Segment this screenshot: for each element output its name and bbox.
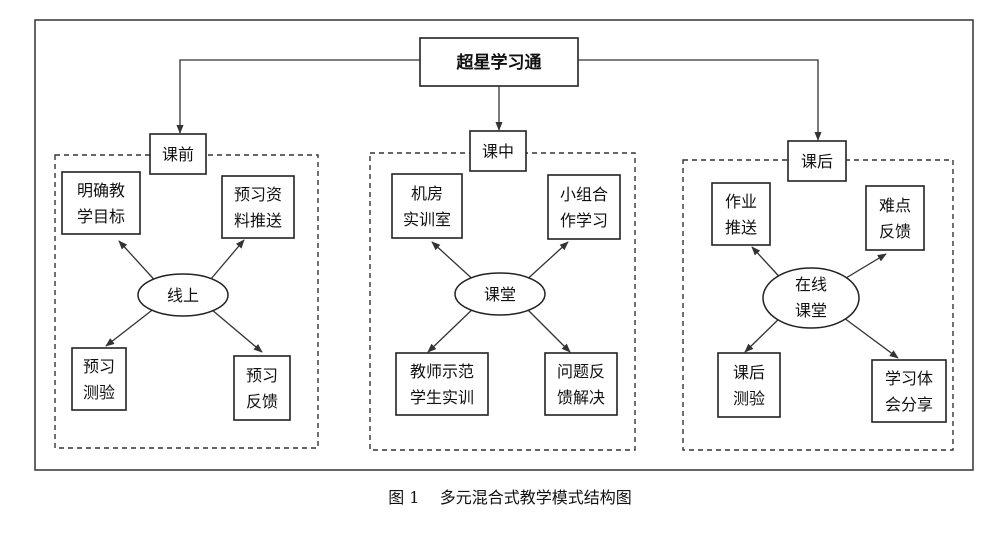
svg-text:馈解决: 馈解决 <box>557 388 605 407</box>
svg-text:明确教: 明确教 <box>77 181 125 200</box>
phase-after-center-node <box>762 267 860 329</box>
phase-before-center-node <box>137 273 229 317</box>
item-after-4 <box>871 359 947 423</box>
phase-after-center-label-1: 在线 <box>795 275 827 294</box>
item-during-2 <box>547 174 621 240</box>
svg-text:学目标: 学目标 <box>77 207 125 226</box>
item-after-1 <box>711 182 771 246</box>
item-after-3 <box>717 352 781 418</box>
svg-text:反馈: 反馈 <box>879 222 911 241</box>
item-before-2 <box>221 175 295 239</box>
phase-after-label-box <box>787 140 847 182</box>
phase-after-label: 课后 <box>801 152 833 171</box>
item-before-1 <box>61 171 141 235</box>
svg-text:测验: 测验 <box>83 383 115 402</box>
svg-text:预习: 预习 <box>246 366 278 385</box>
root-node <box>419 37 579 87</box>
phase-before-label-box <box>149 133 207 175</box>
item-before-4 <box>233 355 291 421</box>
svg-text:机房: 机房 <box>411 184 443 203</box>
svg-text:会分享: 会分享 <box>885 395 933 414</box>
phase-during-label-box <box>469 130 527 172</box>
connector-root-right <box>578 59 822 141</box>
phase-during-group <box>369 152 636 451</box>
phase-after-center-label-2: 课堂 <box>795 301 827 320</box>
item-before-3 <box>71 347 127 411</box>
svg-text:学生实训: 学生实训 <box>410 388 474 407</box>
item-during-3 <box>395 352 489 416</box>
item-during-1 <box>391 173 463 239</box>
svg-text:预习资: 预习资 <box>234 185 282 204</box>
svg-text:推送: 推送 <box>725 218 757 237</box>
svg-text:小组合: 小组合 <box>560 185 608 204</box>
svg-text:问题反: 问题反 <box>557 362 605 381</box>
svg-text:预习: 预习 <box>83 357 115 376</box>
connector-root-left <box>176 59 420 134</box>
svg-text:反馈: 反馈 <box>246 392 278 411</box>
phase-before-group <box>54 154 319 449</box>
phase-before-label: 课前 <box>162 145 194 164</box>
root-title: 超星学习通 <box>457 52 542 73</box>
svg-text:学习体: 学习体 <box>885 369 933 388</box>
svg-text:教师示范: 教师示范 <box>410 362 474 381</box>
phase-before-center-label: 线上 <box>167 286 199 305</box>
item-during-4 <box>544 352 618 416</box>
outer-frame <box>34 19 974 471</box>
phase-during-center-node <box>454 272 546 316</box>
phase-during-center-label: 课堂 <box>484 285 516 304</box>
svg-text:实训室: 实训室 <box>403 210 451 229</box>
svg-text:作业: 作业 <box>725 192 757 211</box>
svg-text:课后: 课后 <box>733 363 765 382</box>
figure-caption: 图 1 多元混合式教学模式结构图 <box>388 488 632 507</box>
phase-during-label: 课中 <box>482 142 514 161</box>
svg-text:难点: 难点 <box>879 196 911 215</box>
svg-text:料推送: 料推送 <box>234 211 282 230</box>
svg-text:作学习: 作学习 <box>560 211 608 230</box>
svg-text:测验: 测验 <box>733 389 765 408</box>
item-after-2 <box>865 185 925 251</box>
